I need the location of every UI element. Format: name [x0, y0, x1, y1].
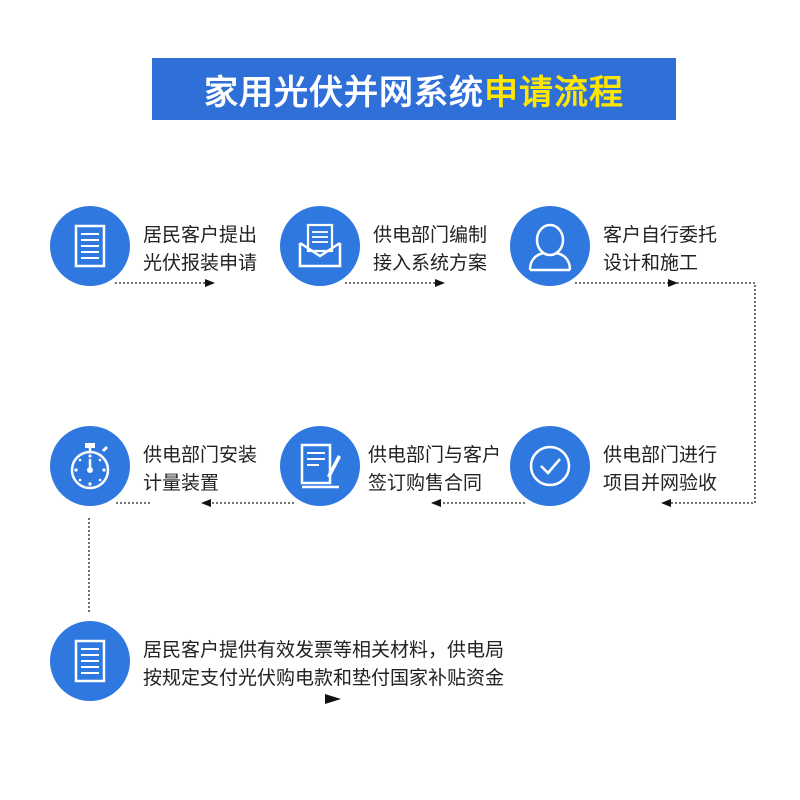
- step4-line1: 供电部门进行: [603, 444, 718, 466]
- checkmark-icon: [529, 445, 571, 487]
- arrow-final-head: [325, 694, 341, 704]
- step1-line2: 光伏报装申请: [143, 252, 258, 274]
- arrow-right-vertical: [661, 282, 756, 507]
- step4-icon-circle: [510, 426, 590, 506]
- title-highlight: 申请流程: [484, 72, 624, 113]
- step1-icon-circle: [50, 206, 130, 286]
- title-main: 家用光伏并网系统: [204, 72, 484, 113]
- step6-line2: 计量装置: [143, 472, 220, 494]
- step5-line2: 签订购售合同: [368, 472, 483, 494]
- step7-line1: 居民客户提供有效发票等相关材料，供电局: [143, 639, 505, 661]
- step3-line1: 客户自行委托: [603, 224, 718, 246]
- step3-line2: 设计和施工: [603, 252, 699, 274]
- stopwatch-icon: [70, 443, 110, 490]
- step5-icon-circle: [280, 426, 360, 506]
- contract-icon: [300, 443, 341, 489]
- step2-icon-circle: [280, 206, 360, 286]
- step7-label: 居民客户提供有效发票等相关材料，供电局 按规定支付光伏购电款和垫付国家补贴资金: [143, 636, 504, 692]
- step6-icon-circle: [50, 426, 130, 506]
- user-icon: [528, 223, 572, 272]
- step5-label: 供电部门与客户 签订购售合同: [368, 441, 501, 497]
- step7-icon-circle: [50, 621, 130, 701]
- step5-line1: 供电部门与客户: [368, 444, 502, 466]
- step2-line2: 接入系统方案: [373, 252, 488, 274]
- step3-label: 客户自行委托 设计和施工: [603, 221, 717, 277]
- step1-line1: 居民客户提出: [143, 224, 258, 246]
- step1-label: 居民客户提出 光伏报装申请: [143, 221, 257, 277]
- step2-line1: 供电部门编制: [373, 224, 488, 246]
- step2-label: 供电部门编制 接入系统方案: [373, 221, 487, 277]
- step4-label: 供电部门进行 项目并网验收: [603, 441, 717, 497]
- step7-line2: 按规定支付光伏购电款和垫付国家补贴资金: [143, 667, 505, 689]
- step3-icon-circle: [510, 206, 590, 286]
- title-banner: 家用光伏并网系统申请流程: [152, 58, 676, 120]
- document-icon: [74, 224, 106, 268]
- step6-line1: 供电部门安装: [143, 444, 258, 466]
- envelope-icon: [298, 223, 342, 268]
- step6-label: 供电部门安装 计量装置: [143, 441, 257, 497]
- step4-line2: 项目并网验收: [603, 472, 718, 494]
- document-icon: [74, 639, 106, 683]
